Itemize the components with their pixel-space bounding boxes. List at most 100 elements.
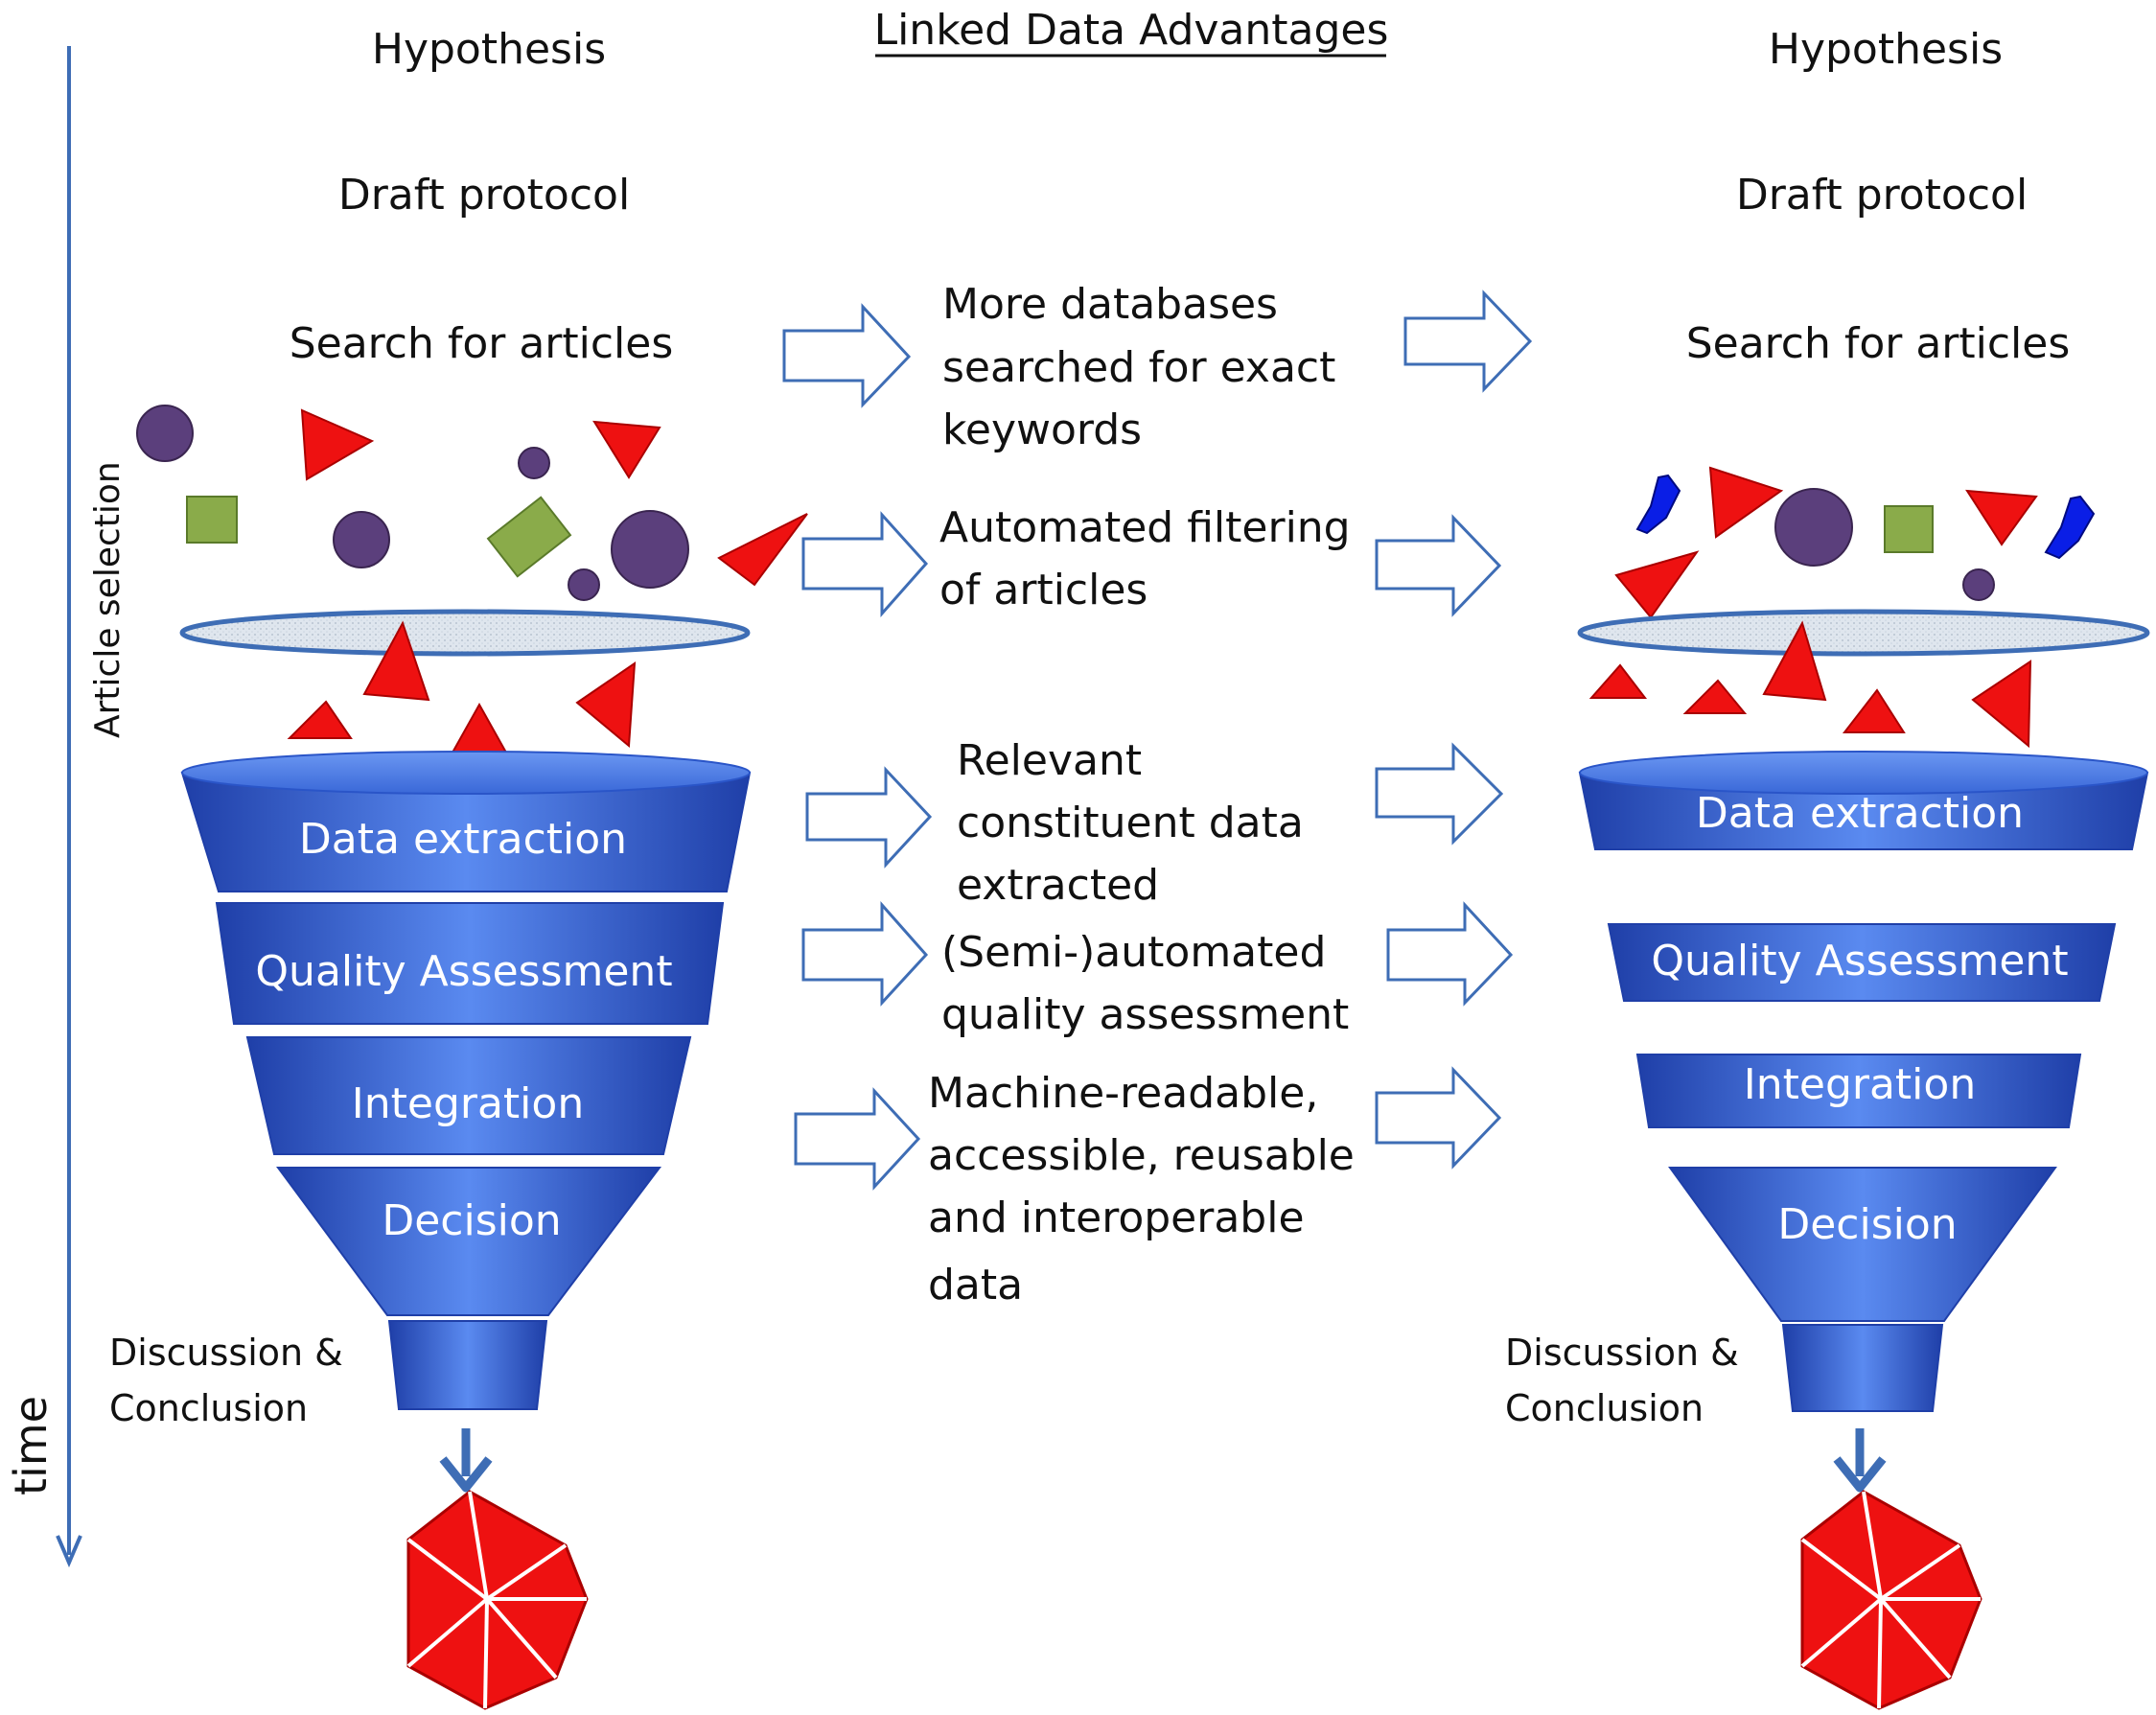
green-square-shape (486, 496, 572, 578)
block-arrow-3-left (805, 766, 933, 869)
right-conclusion-line1: Discussion & (1505, 1332, 1739, 1374)
left-funnel-spout (387, 1320, 548, 1410)
right-stage-3-label: Integration (1744, 1060, 1976, 1109)
left-down-arrow (439, 1428, 493, 1493)
title-text: Linked Data Advantages (874, 6, 1389, 55)
right-stage-4-label: Decision (1777, 1200, 1957, 1249)
advantage-5-line3: and interoperable (928, 1194, 1305, 1242)
green-square-shape (1884, 505, 1934, 553)
left-stage-2-label: Quality Assessment (255, 947, 672, 996)
right-stage-2-label: Quality Assessment (1651, 937, 2068, 985)
diagram-title: Linked Data Advantages (874, 6, 1389, 58)
right-result-polygon (1800, 1490, 1982, 1710)
right-funnel-top (1579, 751, 2148, 795)
left-stage-3-shape (245, 1036, 692, 1155)
right-filtered-shapes (1588, 620, 2032, 749)
purple-circle-shape (568, 568, 600, 601)
purple-circle-shape (611, 510, 689, 589)
red-triangle-shape (575, 661, 637, 749)
red-triangle-shape (1971, 660, 2032, 749)
right-stage-2-shape (1607, 923, 2117, 1002)
advantage-4: (Semi-)automated quality assessment (941, 928, 1349, 1039)
blue-shape (1635, 474, 1681, 535)
block-arrow-3-right (1375, 742, 1504, 846)
advantage-5-line1: Machine-readable, (928, 1069, 1318, 1118)
purple-circle-shape (333, 511, 390, 568)
left-funnel: Data extraction Quality Assessment Integ… (180, 751, 752, 1410)
blue-shape (2044, 495, 2096, 560)
purple-circle-shape (136, 405, 194, 462)
red-triangle-shape (1614, 550, 1700, 619)
block-arrow-1-left (782, 303, 912, 408)
time-axis-label: time (5, 1396, 57, 1495)
red-triangle-shape (717, 513, 808, 587)
article-selection-label: Article selection (88, 461, 128, 738)
advantage-4-line1: (Semi-)automated (941, 928, 1326, 977)
right-filter-disc (1577, 609, 2150, 657)
advantage-3: Relevant constituent data extracted (957, 736, 1304, 910)
block-arrow-4-right (1386, 901, 1514, 1007)
left-stage-3-label: Integration (352, 1079, 584, 1128)
left-draft-protocol: Draft protocol (338, 171, 630, 220)
red-triangle-shape (1682, 679, 1748, 714)
left-stage-4-label: Decision (382, 1196, 561, 1245)
right-article-shapes (1614, 466, 2096, 619)
advantages-column: More databases searched for exact keywor… (782, 280, 1533, 1309)
left-hypothesis: Hypothesis (372, 25, 606, 74)
red-triangle-shape (1588, 663, 1648, 699)
advantage-1-line1: More databases (942, 280, 1278, 329)
left-result-polygon (406, 1490, 589, 1710)
red-triangle-shape (592, 420, 661, 479)
advantage-2-line1: Automated filtering (939, 503, 1351, 552)
red-triangle-shape (451, 702, 508, 753)
right-stage-4-shape (1668, 1167, 2057, 1322)
right-block-arrows (1375, 290, 1533, 1170)
left-stage-1-label: Data extraction (299, 815, 627, 864)
block-arrow-1-right (1403, 290, 1533, 393)
right-search-articles: Search for articles (1686, 319, 2071, 368)
advantage-4-line2: quality assessment (941, 990, 1349, 1039)
left-conclusion-line2: Conclusion (109, 1387, 308, 1429)
left-article-shapes (136, 405, 808, 601)
advantage-2: Automated filtering of articles (939, 503, 1351, 614)
purple-circle-shape (518, 447, 550, 479)
red-triangle-shape (1965, 489, 2038, 546)
advantage-5-line2: accessible, reusable (928, 1131, 1355, 1180)
right-down-arrow (1833, 1428, 1887, 1493)
advantage-3-line3: extracted (957, 861, 1159, 910)
advantage-2-line2: of articles (939, 566, 1148, 614)
block-arrow-2-left (801, 511, 929, 617)
left-funnel-top (181, 751, 751, 795)
red-triangle-shape (287, 700, 353, 739)
left-search-articles: Search for articles (290, 319, 674, 368)
left-filter-disc (179, 609, 751, 657)
left-conclusion-line1: Discussion & (109, 1332, 343, 1374)
advantage-1-line2: searched for exact (942, 343, 1335, 392)
advantage-3-line1: Relevant (957, 736, 1142, 785)
left-stage-4-shape (276, 1167, 662, 1316)
right-stage-1-label: Data extraction (1696, 789, 2024, 838)
right-funnel-spout (1781, 1324, 1944, 1412)
green-square-shape (186, 496, 238, 544)
block-arrow-2-right (1375, 514, 1502, 617)
purple-circle-shape (1962, 568, 1995, 601)
time-axis: time (5, 46, 82, 1568)
advantage-1: More databases searched for exact keywor… (942, 280, 1335, 454)
red-triangle-shape (300, 408, 375, 481)
advantage-3-line2: constituent data (957, 799, 1304, 847)
right-conclusion-line2: Conclusion (1505, 1387, 1704, 1429)
advantage-5-line4: data (928, 1261, 1023, 1309)
block-arrow-4-left (801, 901, 929, 1007)
right-funnel: Data extraction Quality Assessment Integ… (1578, 751, 2149, 1412)
red-triangle-shape (1708, 466, 1784, 539)
advantage-5: Machine-readable, accessible, reusable a… (928, 1069, 1355, 1309)
advantage-1-line3: keywords (942, 406, 1142, 454)
left-filtered-shapes (287, 620, 637, 753)
right-hypothesis: Hypothesis (1769, 25, 2003, 74)
block-arrow-5-right (1375, 1066, 1502, 1170)
red-triangle-shape (1762, 620, 1827, 702)
right-draft-protocol: Draft protocol (1736, 171, 2028, 220)
left-stage-2-shape (215, 902, 725, 1025)
right-panel: Hypothesis Draft protocol Search for art… (1505, 25, 2150, 1710)
